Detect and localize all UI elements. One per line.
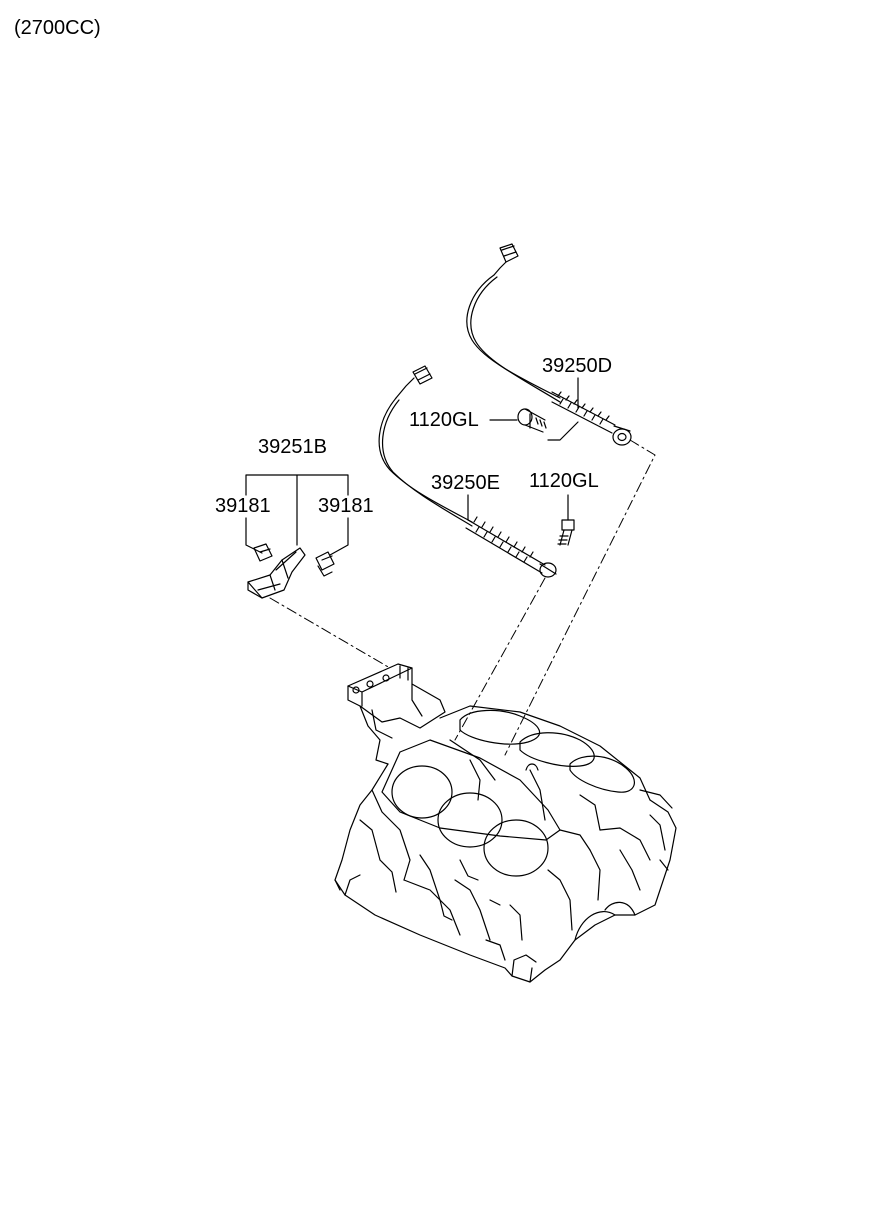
- leader-line-39181-right: [329, 517, 349, 556]
- callout-39251B: 39251B: [258, 436, 327, 458]
- callout-39250D: 39250D: [542, 355, 613, 377]
- knock-sensor-rear: [466, 243, 632, 446]
- leader-line-rear-bracket: [547, 421, 579, 441]
- clip-right: [315, 551, 335, 577]
- bolt-front: [557, 519, 575, 546]
- callout-1120GL-rear: 1120GL: [409, 409, 479, 431]
- header-label: (2700CC): [14, 17, 101, 39]
- sensor-bracket: [247, 547, 306, 599]
- leader-rear-sensor-to-block: [504, 439, 656, 756]
- leader-bracket-39251B: [245, 474, 349, 546]
- callout-39250E: 39250E: [431, 472, 500, 494]
- leader-bracket-to-block: [269, 597, 391, 669]
- callout-1120GL-front: 1120GL: [529, 470, 599, 492]
- callout-39181-right: 39181: [318, 495, 374, 517]
- callout-39181-left: 39181: [215, 495, 271, 517]
- bolt-rear: [517, 408, 547, 433]
- knock-sensor-front: [378, 365, 557, 578]
- clip-left: [253, 543, 273, 562]
- engine-block: [334, 663, 677, 983]
- leader-line-39181-left: [245, 517, 263, 554]
